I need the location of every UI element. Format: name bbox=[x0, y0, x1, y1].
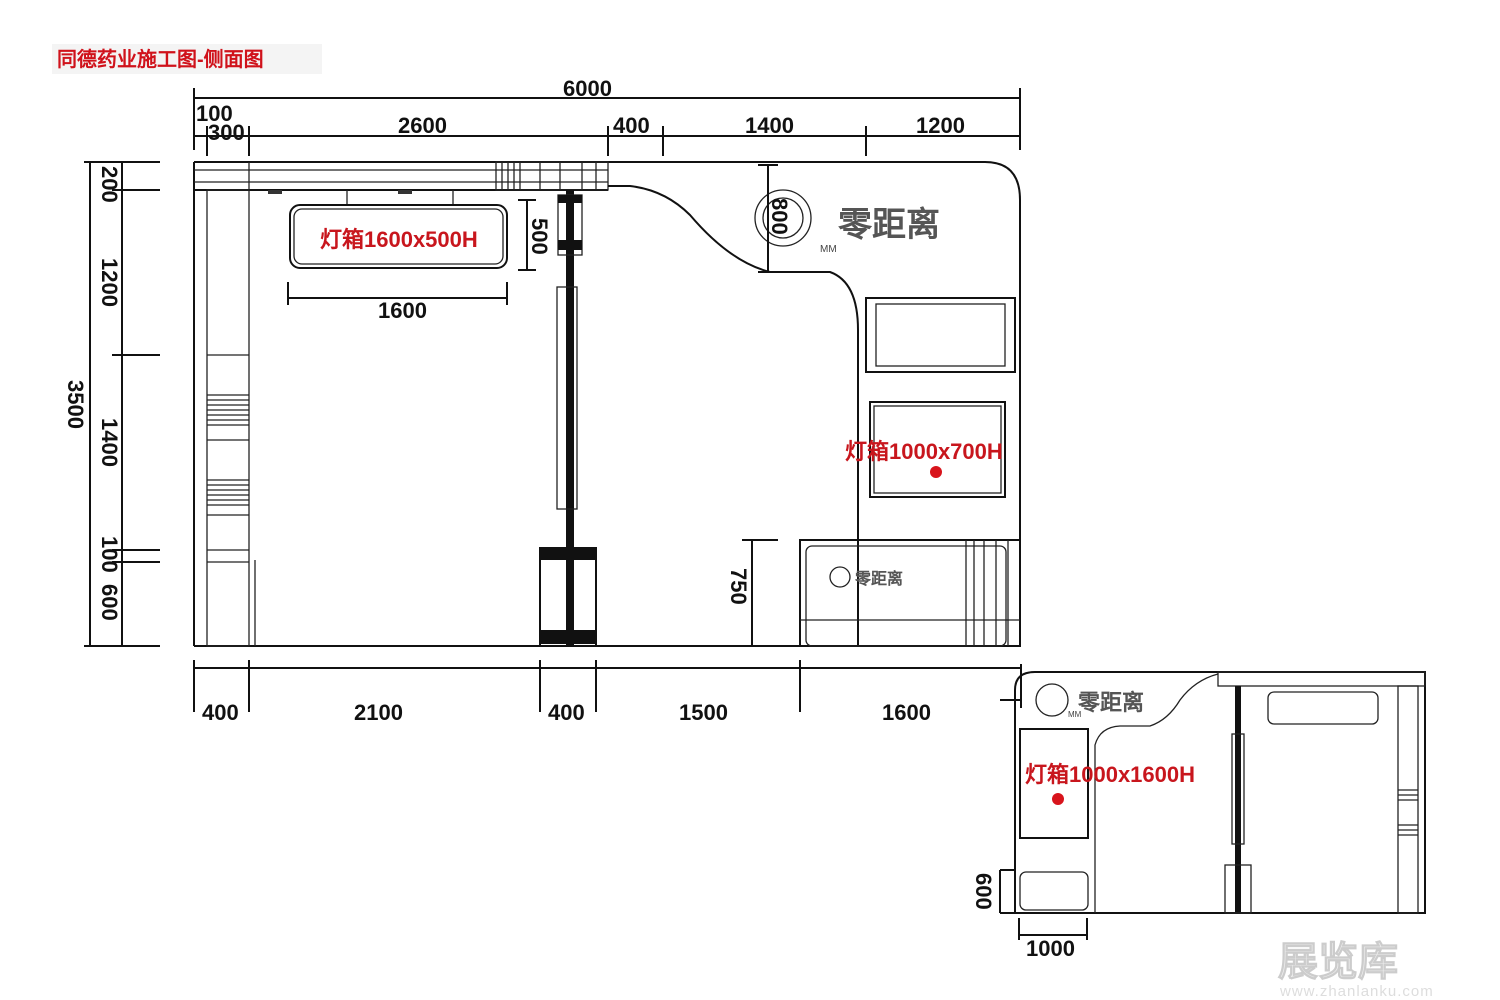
dim-1400: 1400 bbox=[97, 418, 122, 467]
counter: 零距离 750 bbox=[726, 539, 1021, 647]
inset-marker-dot bbox=[1052, 793, 1064, 805]
right-wall: 零距离 MM 800 灯箱1000x700H bbox=[608, 164, 1016, 646]
dim-200: 200 bbox=[97, 166, 122, 203]
left-dimensions: 3500 200 1200 1400 100 600 bbox=[63, 161, 160, 647]
dim-100: 100 bbox=[196, 101, 233, 126]
inset-dim-600: 600 bbox=[971, 873, 996, 910]
watermark-logo: 展览库 bbox=[1278, 940, 1398, 984]
dim-1600: 1600 bbox=[882, 700, 931, 725]
dim-1200: 1200 bbox=[916, 113, 965, 138]
title-bg bbox=[52, 44, 322, 74]
logo-sub: MM bbox=[820, 244, 837, 255]
drawing-title: 同德药业施工图-侧面图 bbox=[57, 47, 264, 71]
dim-400: 400 bbox=[613, 113, 650, 138]
top-dimensions: 6000 100 300 2600 400 1400 1200 bbox=[193, 76, 1021, 156]
bottom-dimensions: 400 2100 400 1500 1600 bbox=[193, 660, 1020, 725]
dim-400-b: 400 bbox=[548, 700, 585, 725]
inset-logo-sub: MM bbox=[1068, 710, 1082, 719]
dim-500: 500 bbox=[527, 218, 552, 255]
inset-elevation: 零距离 MM 灯箱1000x1600H 600 1000 bbox=[971, 664, 1426, 961]
dim-600: 600 bbox=[97, 584, 122, 621]
lightbox-top-label: 灯箱1600x500H bbox=[320, 227, 478, 252]
dim-3500: 3500 bbox=[63, 380, 88, 429]
dim-100: 100 bbox=[97, 536, 122, 573]
logo-text: 零距离 bbox=[838, 205, 940, 244]
inset-lightbox-label: 灯箱1000x1600H bbox=[1025, 762, 1195, 787]
lightbox-right-label: 灯箱1000x700H bbox=[845, 439, 1003, 464]
center-pole bbox=[539, 190, 597, 647]
dim-400-a: 400 bbox=[202, 700, 239, 725]
dim-1600-lightbox: 1600 bbox=[378, 298, 427, 323]
pillar-stripes bbox=[207, 394, 249, 516]
marker-dot bbox=[930, 466, 942, 478]
main-elevation bbox=[193, 161, 1021, 647]
dim-1500: 1500 bbox=[679, 700, 728, 725]
dim-2600: 2600 bbox=[398, 113, 447, 138]
dim-6000: 6000 bbox=[563, 76, 612, 101]
watermark-url: www.zhanlanku.com bbox=[1279, 983, 1434, 1000]
inset-logo-text: 零距离 bbox=[1077, 690, 1144, 715]
dim-300: 300 bbox=[208, 120, 245, 145]
dim-1200: 1200 bbox=[97, 258, 122, 307]
lightbox-1600x500: 灯箱1600x500H 500 1600 bbox=[287, 199, 552, 323]
dim-800: 800 bbox=[767, 198, 792, 235]
counter-logo-text: 零距离 bbox=[854, 569, 903, 588]
inset-dim-1000: 1000 bbox=[1026, 936, 1075, 961]
dim-750: 750 bbox=[726, 568, 751, 605]
dim-1400: 1400 bbox=[745, 113, 794, 138]
dim-2100: 2100 bbox=[354, 700, 403, 725]
